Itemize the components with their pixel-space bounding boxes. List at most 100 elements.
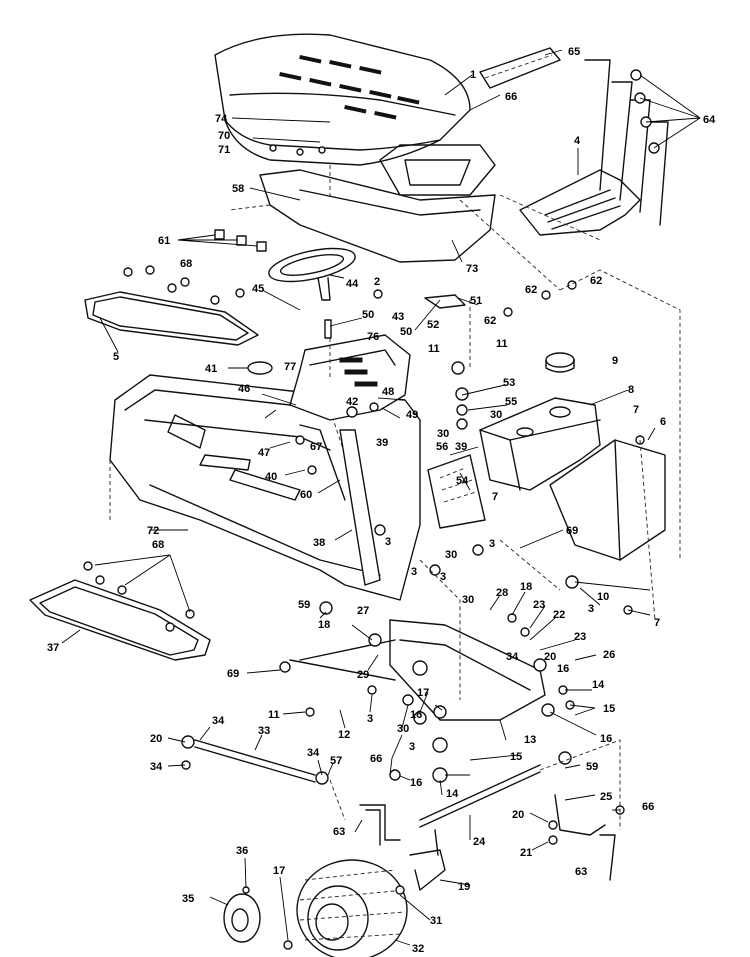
- callout-16-b: 16: [410, 709, 422, 721]
- callout-34-b: 34: [212, 715, 225, 727]
- callout-72: 72: [147, 525, 159, 537]
- callout-59-a: 59: [298, 599, 310, 611]
- callout-39-b: 39: [376, 437, 388, 449]
- steering-wheel-part: [268, 247, 356, 301]
- callout-4: 4: [574, 135, 581, 147]
- spindle-left-part: [359, 804, 401, 846]
- callout-labels: 1 65 66 64 74 70 71 4 58 61 73 68 44 2 4…: [47, 46, 716, 955]
- callout-62-c: 62: [484, 315, 496, 327]
- callout-51: 51: [470, 295, 482, 307]
- callout-67: 67: [310, 441, 322, 453]
- leader-lines: [61, 49, 701, 946]
- callout-15-a: 15: [603, 703, 615, 715]
- callout-34-a: 34: [506, 651, 519, 663]
- callout-41: 41: [205, 363, 217, 375]
- callout-3-d: 3: [440, 571, 446, 583]
- spindle-bottom-part: [599, 834, 616, 881]
- callout-73: 73: [466, 263, 478, 275]
- callout-58: 58: [232, 183, 244, 195]
- callout-30-d: 30: [462, 594, 474, 606]
- callout-13: 13: [524, 734, 536, 746]
- callout-28: 28: [496, 587, 508, 599]
- callout-18-b: 18: [318, 619, 330, 631]
- drag-link-part: [419, 764, 541, 828]
- callout-37: 37: [47, 642, 59, 654]
- callout-8: 8: [628, 384, 634, 396]
- callout-31: 31: [430, 915, 442, 927]
- callout-33: 33: [258, 725, 270, 737]
- callout-40: 40: [265, 471, 277, 483]
- steering-support-part: [289, 334, 411, 421]
- callout-39-a: 39: [455, 441, 467, 453]
- callout-22: 22: [553, 609, 565, 621]
- callout-16-c: 16: [600, 733, 612, 745]
- callout-71: 71: [218, 144, 230, 156]
- callout-34-c: 34: [150, 761, 163, 773]
- grille-part: [519, 169, 641, 236]
- callout-16-d: 16: [410, 777, 422, 789]
- callout-68-top: 68: [180, 258, 192, 270]
- callout-69-b: 69: [227, 668, 239, 680]
- callout-42: 42: [346, 396, 358, 408]
- callout-35: 35: [182, 893, 194, 905]
- callout-77: 77: [284, 361, 296, 373]
- callout-63-b: 63: [575, 866, 587, 878]
- callout-32: 32: [412, 943, 424, 955]
- callout-60: 60: [300, 489, 312, 501]
- callout-66-b: 66: [642, 801, 654, 813]
- callout-66: 66: [505, 91, 517, 103]
- callout-7-b: 7: [492, 491, 498, 503]
- callout-3-g: 3: [409, 741, 415, 753]
- callout-3-a: 3: [385, 536, 391, 548]
- callout-62-a: 62: [525, 284, 537, 296]
- callout-14-a: 14: [592, 679, 605, 691]
- bracket-arm-part: [299, 424, 381, 586]
- callout-59-b: 59: [586, 761, 598, 773]
- callout-56: 56: [436, 441, 448, 453]
- callout-55: 55: [505, 396, 517, 408]
- callout-43: 43: [392, 311, 404, 323]
- pedal-plate-part: [427, 454, 486, 529]
- callout-50-b: 50: [400, 326, 412, 338]
- callout-61: 61: [158, 235, 170, 247]
- callout-5: 5: [113, 351, 119, 363]
- callout-3-f: 3: [367, 713, 373, 725]
- callout-74: 74: [215, 113, 228, 125]
- callout-11-c: 11: [268, 709, 280, 721]
- callout-16-a: 16: [557, 663, 569, 675]
- tank-holder-part: [549, 439, 666, 561]
- fuel-cap-part: [545, 352, 575, 373]
- foam-bar-part: [479, 47, 561, 89]
- dash-panel-part: [229, 169, 496, 263]
- callout-15-b: 15: [510, 751, 522, 763]
- callout-27: 27: [357, 605, 369, 617]
- callout-29: 29: [357, 669, 369, 681]
- hub-cap-part: [223, 893, 261, 943]
- bumper-set-part: [584, 59, 669, 226]
- callout-11-b: 11: [496, 338, 508, 350]
- callout-9: 9: [612, 355, 618, 367]
- callout-1: 1: [470, 69, 476, 81]
- hood-part: [214, 33, 496, 196]
- callout-76: 76: [367, 331, 379, 343]
- callout-21: 21: [520, 847, 532, 859]
- callout-25: 25: [600, 791, 612, 803]
- callout-30-e: 30: [397, 723, 409, 735]
- callout-30-a: 30: [490, 409, 502, 421]
- callout-19: 19: [458, 881, 470, 893]
- front-axle-part: [289, 619, 546, 721]
- spindle-right-part: [554, 794, 606, 836]
- callout-57: 57: [330, 755, 342, 767]
- hardware-parts: [83, 144, 645, 950]
- steering-gear-part: [409, 829, 446, 891]
- callout-17-b: 17: [273, 865, 285, 877]
- callout-24: 24: [473, 836, 486, 848]
- callout-62-b: 62: [590, 275, 602, 287]
- callout-20-c: 20: [512, 809, 524, 821]
- callout-30-b: 30: [437, 428, 449, 440]
- callout-46: 46: [238, 383, 250, 395]
- callout-23-a: 23: [533, 599, 545, 611]
- callout-53: 53: [503, 377, 515, 389]
- callout-10: 10: [597, 591, 609, 603]
- callout-45: 45: [252, 283, 264, 295]
